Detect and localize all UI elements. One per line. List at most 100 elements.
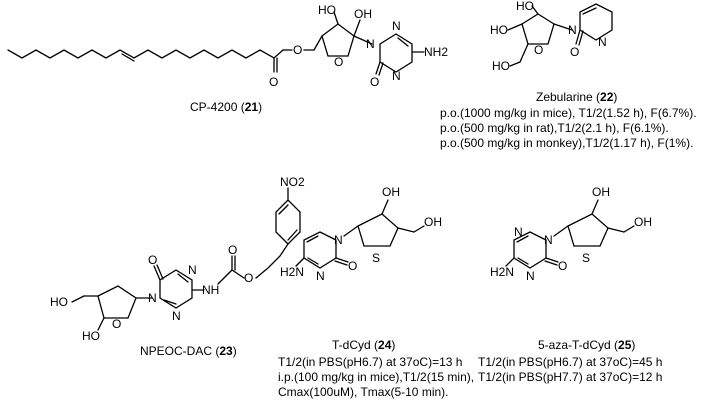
pk-note: p.o.(500 mg/kg in monkey),T1/2(1.17 h), … bbox=[440, 136, 694, 150]
label-nitrogen: N bbox=[366, 37, 375, 51]
label-oxygen: O bbox=[244, 271, 253, 285]
sugar-ring bbox=[97, 285, 137, 319]
label-hydroxyl: HO bbox=[492, 59, 510, 73]
label-hydroxyl: HO bbox=[82, 329, 100, 343]
pk-note: p.o.(500 mg/kg in rat),T1/2(2.1 h), F(6.… bbox=[440, 121, 669, 135]
label-hydroxyl: HO bbox=[50, 295, 68, 309]
c5-bond bbox=[397, 227, 415, 233]
oxo-bond-2 bbox=[578, 30, 584, 46]
oxo-bond bbox=[375, 61, 381, 75]
oh-bond-2 bbox=[353, 19, 361, 37]
oh-bond bbox=[333, 11, 339, 25]
ring-double-bond bbox=[397, 37, 409, 47]
oh-bond bbox=[507, 23, 523, 31]
oxo-bond bbox=[545, 257, 559, 263]
glycosidic-bond bbox=[553, 23, 573, 31]
triazine-ring bbox=[379, 33, 413, 73]
ring-double-bond-2 bbox=[307, 257, 319, 265]
compound-name: NPEOC-DAC bbox=[140, 344, 213, 358]
structure-cp4200: O O O HO OH N N N NH2 O bbox=[7, 3, 448, 89]
label-hydroxyl: OH bbox=[382, 185, 400, 199]
sugar-ring bbox=[521, 13, 555, 45]
label-nitrogen: N bbox=[334, 233, 343, 247]
thiosugar-ring bbox=[567, 213, 609, 247]
benzene-double-bond bbox=[278, 204, 289, 215]
carbamate-bond bbox=[217, 269, 233, 285]
label-oxygen: O bbox=[112, 317, 121, 331]
c5-bond bbox=[313, 35, 323, 51]
compound-name: 5-aza-T-dCyd bbox=[538, 338, 611, 352]
compound-number: 25 bbox=[618, 338, 632, 352]
label-nitrogen: N bbox=[568, 23, 577, 37]
pk-notes-zebularine: p.o.(1000 mg/kg in mice), T1/2(1.52 h), … bbox=[440, 106, 697, 151]
label-hydroxyl: HO bbox=[318, 3, 336, 17]
label-hydroxyl: HO bbox=[490, 23, 508, 37]
oxo-bond-2 bbox=[334, 260, 348, 266]
ring-double-bond bbox=[177, 273, 189, 283]
oh-bond bbox=[97, 317, 105, 331]
oxo-bond bbox=[335, 257, 349, 263]
label-hydroxyl: OH bbox=[592, 185, 610, 199]
structure-npeoc-dac: HO O HO N N N O NH O O NO2 bbox=[50, 175, 305, 343]
pk-note: p.o.(1000 mg/kg in mice), T1/2(1.52 h), … bbox=[440, 106, 697, 120]
label-amine: NH2 bbox=[424, 45, 448, 59]
carbamate-bond-2 bbox=[231, 269, 245, 279]
label-oxygen: O bbox=[570, 45, 579, 59]
label-nitrogen: N bbox=[188, 263, 197, 277]
fatty-acid-chain bbox=[7, 49, 284, 59]
benzene-ring bbox=[275, 199, 301, 245]
label-oxygen: O bbox=[334, 55, 343, 69]
label-nitrogen: N bbox=[392, 69, 401, 83]
label-oxygen: O bbox=[348, 259, 357, 273]
label-nitrogen: N bbox=[148, 291, 157, 305]
compound-number: 21 bbox=[244, 100, 259, 114]
compound-label-t-dcyd: T-dCyd (24) bbox=[332, 338, 396, 352]
compound-name: T-dCyd bbox=[332, 338, 371, 352]
compound-label-zebularine: Zebularine (22) bbox=[536, 90, 618, 104]
oh-bond bbox=[591, 199, 599, 215]
pk-note: T1/2(in PBS(pH7.7) at 37oC)=12 h bbox=[478, 370, 663, 384]
c5-bond-2 bbox=[509, 61, 521, 67]
c5-bond-2 bbox=[413, 225, 425, 233]
structure-t-dcyd: OH OH S N N H2N O bbox=[280, 185, 442, 283]
label-nitrogen: N bbox=[544, 233, 553, 247]
label-nitrogen: N bbox=[526, 269, 535, 283]
ethyl-linker bbox=[255, 243, 289, 279]
label-oxygen: O bbox=[534, 43, 543, 57]
amine-bond bbox=[505, 257, 515, 267]
oxo-bond-2 bbox=[156, 264, 164, 280]
label-nitrogen: N bbox=[316, 269, 325, 283]
compound-label-npeoc-dac: NPEOC-DAC (23) bbox=[140, 344, 237, 358]
label-nitro: NO2 bbox=[280, 175, 305, 189]
label-nitrogen: N bbox=[598, 35, 607, 49]
benzene-double-bond-2 bbox=[287, 229, 298, 241]
pk-note: Cmax(100uM), Tmax(5-10 min). bbox=[278, 385, 449, 399]
compound-label-cp4200: CP-4200 (21) bbox=[190, 100, 263, 114]
compound-number: 24 bbox=[378, 338, 392, 352]
oxo-bond-2 bbox=[378, 62, 384, 76]
ring-double-bond-2 bbox=[517, 257, 529, 265]
compound-label-5-aza-t-dcyd: 5-aza-T-dCyd (25) bbox=[538, 338, 636, 352]
thiosugar-ring bbox=[357, 213, 399, 247]
label-oxygen: O bbox=[558, 259, 567, 273]
label-oxygen: O bbox=[228, 243, 237, 257]
label-amine: H2N bbox=[280, 265, 304, 279]
glycosidic-bond bbox=[553, 225, 569, 237]
label-nitrogen: N bbox=[392, 19, 401, 33]
c5-bond-2 bbox=[71, 295, 85, 303]
c5-bond-2 bbox=[623, 225, 635, 233]
label-amide: NH bbox=[202, 283, 219, 297]
label-nitrogen: N bbox=[514, 225, 523, 239]
label-sulfur: S bbox=[372, 251, 380, 265]
pk-note: T1/2(in PBS(pH6.7) at 37oC)=13 h bbox=[278, 355, 463, 369]
label-hydroxyl: OH bbox=[634, 215, 652, 229]
compound-number: 23 bbox=[219, 344, 233, 358]
glycosidic-bond bbox=[343, 225, 359, 237]
label-hydroxyl: OH bbox=[354, 7, 372, 21]
compound-name: CP-4200 bbox=[190, 100, 238, 114]
oxo-bond bbox=[153, 265, 161, 281]
label-hydroxyl: OH bbox=[424, 215, 442, 229]
label-oxygen: O bbox=[148, 253, 157, 267]
pk-notes-5-aza-t-dcyd: T1/2(in PBS(pH6.7) at 37oC)=45 h T1/2(in… bbox=[478, 355, 662, 385]
